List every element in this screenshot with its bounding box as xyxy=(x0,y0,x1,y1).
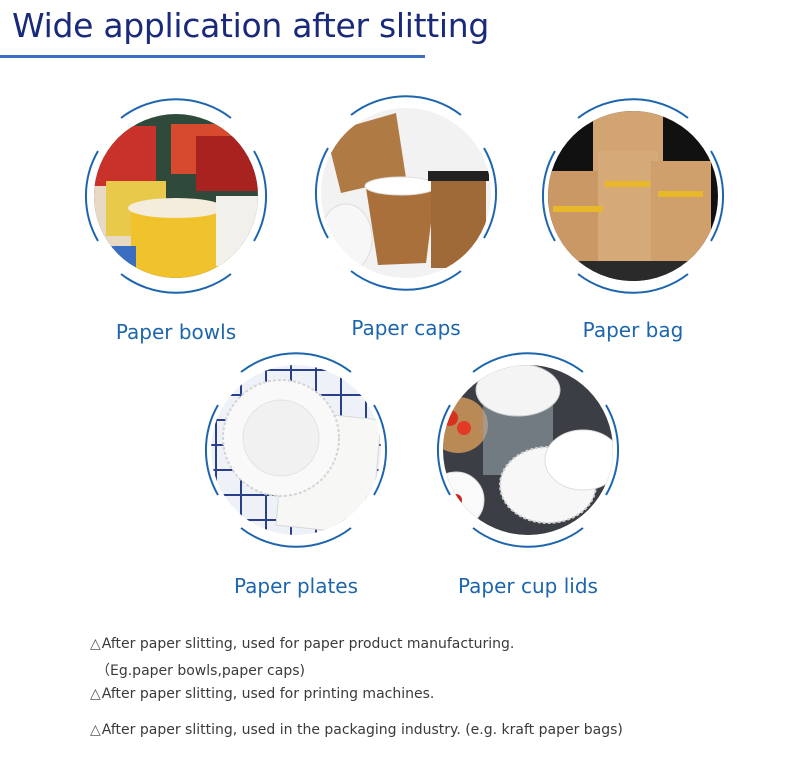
paper-plates-photo xyxy=(196,350,396,550)
application-paper-cup-lids: Paper cup lids xyxy=(428,350,628,598)
paper-bowls-photo xyxy=(76,96,276,296)
title-underline xyxy=(0,55,425,58)
note-text: After paper slitting, used for paper pro… xyxy=(101,636,515,652)
application-paper-caps: Paper caps xyxy=(306,93,506,340)
application-paper-bag: Paper bag xyxy=(533,96,733,342)
note-item: △After paper slitting, used for paper pr… xyxy=(90,636,514,652)
application-paper-plates: Paper plates xyxy=(196,350,396,598)
paper-cup-lids-photo xyxy=(428,350,628,550)
paper-plates-label: Paper plates xyxy=(233,574,359,598)
paper-bag-photo xyxy=(533,96,733,296)
triangle-icon: △ xyxy=(90,686,101,702)
triangle-icon: △ xyxy=(90,722,101,738)
note-item: △After paper slitting, used for printing… xyxy=(90,686,434,702)
paper-cup-lids-label: Paper cup lids xyxy=(458,574,598,598)
note-text: After paper slitting, used in the packag… xyxy=(101,722,623,738)
paper-caps-photo xyxy=(306,93,506,293)
note-text: After paper slitting, used for printing … xyxy=(101,686,435,702)
triangle-icon: △ xyxy=(90,636,101,652)
paper-bowls-label: Paper bowls xyxy=(115,320,237,344)
note-text: （Eg.paper bowls,paper caps) xyxy=(96,663,305,679)
note-item: △After paper slitting, used in the packa… xyxy=(90,722,623,738)
paper-caps-label: Paper caps xyxy=(351,316,461,340)
page-title: Wide application after slitting xyxy=(12,6,490,45)
paper-bag-label: Paper bag xyxy=(582,318,684,342)
application-paper-bowls: Paper bowls xyxy=(76,96,276,344)
note-item: （Eg.paper bowls,paper caps) xyxy=(96,660,305,680)
